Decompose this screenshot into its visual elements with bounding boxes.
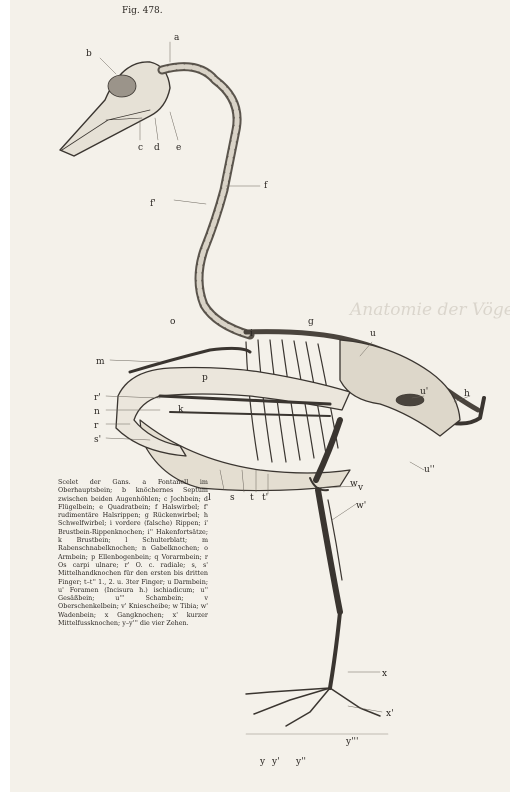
label-u-double-prime: u'' <box>424 465 435 475</box>
book-page: Fig. 478. Anatomie der Vögel. <box>10 0 510 792</box>
label-y: y <box>259 757 266 767</box>
legend-text: Scelet der Gans. a Fontanell im Oberhaup… <box>58 478 208 627</box>
label-s: s <box>230 493 235 503</box>
label-g: g <box>308 317 314 327</box>
label-n: n <box>94 407 100 417</box>
label-t-prime: t' <box>262 493 268 503</box>
label-r-prime: r' <box>94 393 101 403</box>
label-b: b <box>86 49 92 59</box>
label-y-prime: y' <box>271 757 280 767</box>
figure-legend: Scelet der Gans. a Fontanell im Oberhaup… <box>58 478 208 627</box>
label-e: e <box>176 143 181 153</box>
label-y-triple-prime: y''' <box>345 737 359 747</box>
label-i: i <box>250 329 253 339</box>
femur <box>316 420 340 480</box>
label-f-prime: f' <box>150 199 156 209</box>
label-t: t <box>250 493 254 503</box>
label-u-prime: u' <box>420 387 428 397</box>
eye-orbit <box>108 75 136 97</box>
label-m: m <box>96 357 105 367</box>
label-w: w <box>350 479 358 489</box>
goose-skeleton-illustration: a b c d e f f' g h m o p r' n r s' k i u… <box>10 0 510 792</box>
toes <box>246 688 380 726</box>
label-f: f <box>264 181 268 191</box>
label-h: h <box>464 389 470 399</box>
tarsometatarsus <box>330 612 340 688</box>
tibia <box>318 490 340 612</box>
label-p: p <box>202 373 208 383</box>
label-u: u <box>370 329 376 339</box>
neck-spine-highlight <box>162 67 250 335</box>
label-s-prime: s' <box>94 435 101 445</box>
label-y-double-prime: y'' <box>295 757 306 767</box>
label-a: a <box>174 33 180 43</box>
label-o: o <box>170 317 175 327</box>
wing-outer <box>116 368 350 457</box>
pelvis <box>340 340 460 436</box>
label-d: d <box>154 143 160 153</box>
label-v: v <box>357 483 364 493</box>
label-l: l <box>208 493 211 503</box>
label-k: k <box>178 405 184 415</box>
label-x: x <box>382 669 387 679</box>
label-c: c <box>138 143 143 153</box>
label-w-prime: w' <box>356 501 366 511</box>
label-x-prime: x' <box>386 709 394 719</box>
label-r: r <box>94 421 99 431</box>
